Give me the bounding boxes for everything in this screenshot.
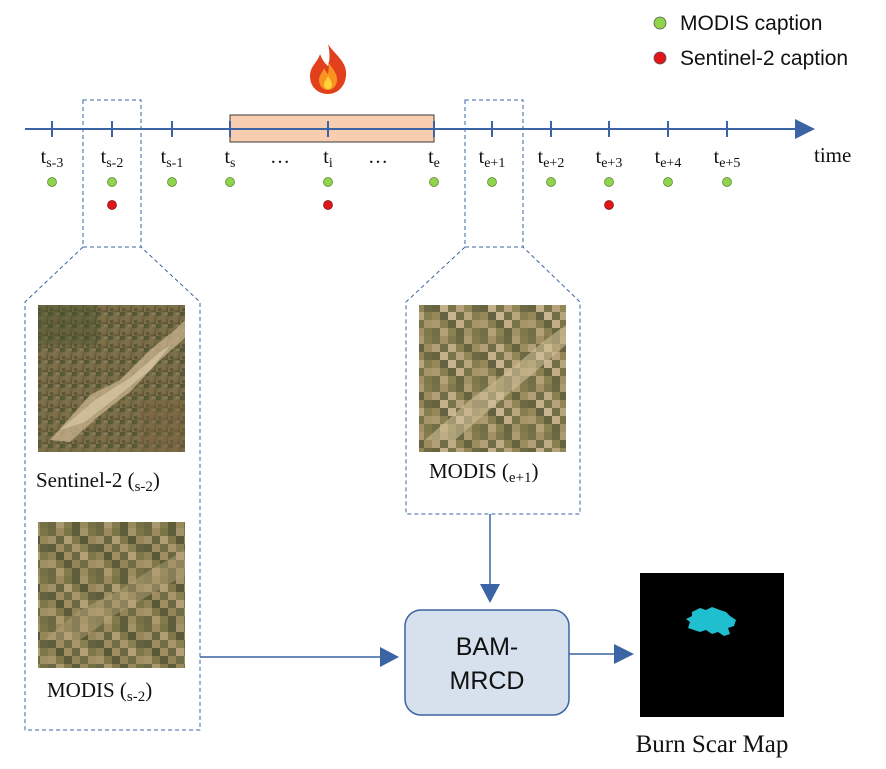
selection-box-right xyxy=(464,99,524,248)
timeline-tick-label: te xyxy=(428,146,440,171)
time-axis-arrowhead xyxy=(795,119,815,139)
modis-caption-dot xyxy=(487,177,497,187)
modis-caption-dot xyxy=(546,177,556,187)
sentinel-caption-dot xyxy=(107,200,117,210)
modis-image-left xyxy=(38,522,185,668)
modis-caption-dot xyxy=(225,177,235,187)
modis-image-right xyxy=(419,305,566,452)
zoom-panel-left xyxy=(24,246,201,731)
selection-box-left xyxy=(82,99,142,248)
modis-caption-dot xyxy=(47,177,57,187)
modis-caption-right: MODIS (e+1) xyxy=(429,459,539,486)
legend: MODIS caption Sentinel-2 caption xyxy=(653,12,848,70)
burn-scar-map-label: Burn Scar Map xyxy=(636,731,789,758)
legend-modis-label: MODIS caption xyxy=(680,12,822,35)
timeline-tick-label: ts-3 xyxy=(41,146,64,171)
timeline-tick-label: te+4 xyxy=(655,146,682,171)
arrow-modis-left-head xyxy=(380,647,399,667)
modis-caption-dot xyxy=(663,177,673,187)
model-label-line1: BAM- xyxy=(456,633,519,661)
timeline-ticks: ts-3 ts-2 ts-1 ts … ti … te te+1 te+2 te+3 te+4 te+5 xyxy=(41,121,741,210)
arrow-modis-right-head xyxy=(480,584,500,603)
fire-icon xyxy=(310,44,347,94)
zoom-panel-right xyxy=(405,246,581,515)
timeline-tick-label: ts-2 xyxy=(101,146,124,171)
modis-caption-dot xyxy=(604,177,614,187)
modis-caption-dot xyxy=(323,177,333,187)
timeline-tick-label: … xyxy=(270,146,290,168)
sentinel-2-caption: Sentinel-2 (s-2) xyxy=(36,468,160,495)
modis-caption-dot xyxy=(429,177,439,187)
legend-sentinel-label: Sentinel-2 caption xyxy=(680,47,848,70)
burn-scar-map xyxy=(640,573,784,717)
timeline-tick-label: te+3 xyxy=(596,146,623,171)
model-box xyxy=(404,609,570,716)
timeline-tick-label: ts-1 xyxy=(161,146,184,171)
sentinel-caption-dot xyxy=(323,200,333,210)
sentinel-2-image xyxy=(38,305,185,452)
modis-caption-dot xyxy=(722,177,732,187)
legend-modis-marker xyxy=(653,16,667,30)
modis-caption-left: MODIS (s-2) xyxy=(47,678,152,705)
model-label-line2: MRCD xyxy=(450,667,525,695)
timeline-tick-label: te+1 xyxy=(479,146,506,171)
legend-sentinel-marker xyxy=(653,51,667,65)
sentinel-caption-dot xyxy=(604,200,614,210)
burn-scar-region xyxy=(686,607,736,636)
modis-caption-dot xyxy=(107,177,117,187)
arrow-output-head xyxy=(614,644,634,664)
timeline-tick-label: te+2 xyxy=(538,146,565,171)
timeline-tick-label: ts xyxy=(224,146,235,171)
modis-caption-dot xyxy=(167,177,177,187)
timeline-tick-label: te+5 xyxy=(714,146,741,171)
time-axis-label: time xyxy=(814,143,851,167)
timeline-tick-label: … xyxy=(368,146,388,168)
timeline-tick-label: ti xyxy=(323,146,333,171)
